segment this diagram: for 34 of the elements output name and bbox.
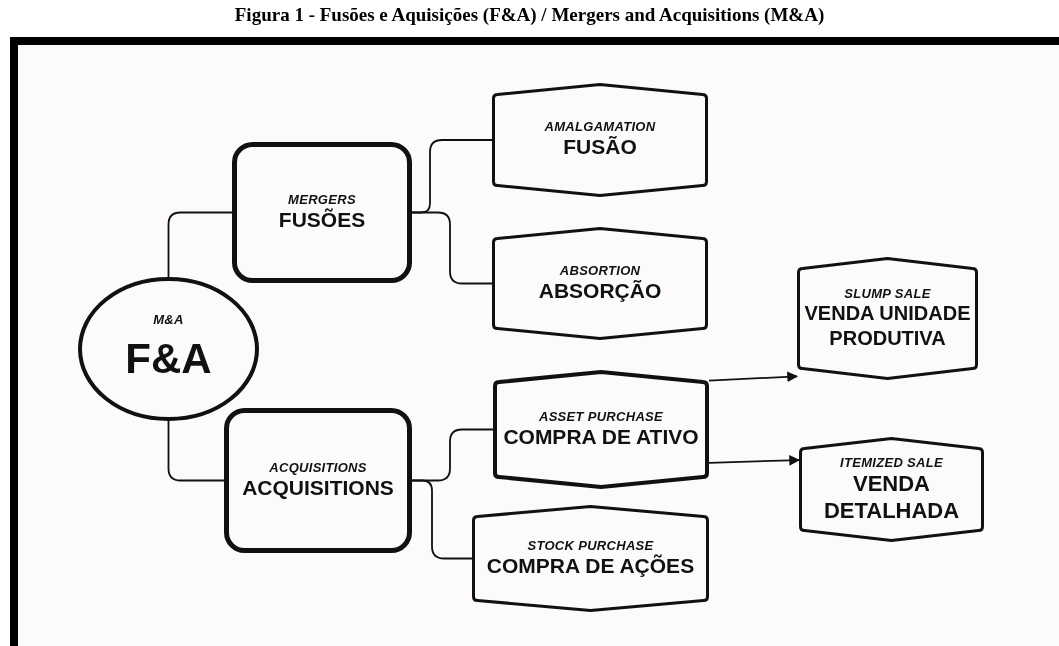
english-label: SLUMP SALE [844, 286, 931, 301]
english-label: M&A [153, 312, 184, 328]
connector-line [411, 211, 493, 285]
figure-title: Figura 1 - Fusões e Aquisições (F&A) / Mergers and Acquisitions (M&A) [233, 4, 826, 26]
hexagon-box [472, 505, 709, 612]
portuguese-label: ABSORÇÃO [538, 277, 662, 304]
hexagon-box [797, 257, 978, 380]
hexagon-box [492, 227, 708, 340]
english-label: ASSET PURCHASE [538, 408, 664, 424]
english-label: AMALGAMATION [544, 119, 656, 135]
connector-line [411, 479, 473, 560]
connector-line [167, 420, 225, 482]
connector-line [167, 211, 233, 278]
ellipse-node [78, 277, 259, 421]
arrow [708, 371, 799, 383]
portuguese-label: COMPRA DE ATIVO [503, 423, 699, 450]
portuguese-label: VENDA UNIDADE PRODUTIVA [803, 301, 972, 351]
portuguese-label: FUSÕES [278, 206, 366, 233]
hexagon-box [493, 370, 709, 489]
portuguese-label: F&A [125, 334, 212, 385]
portuguese-label: VENDA DETALHADA [822, 469, 961, 525]
english-label: ACQUISITIONS [269, 459, 367, 475]
hexagon-box [492, 83, 708, 197]
portuguese-label: COMPRA DE AÇÕES [486, 552, 695, 579]
rounded-box [232, 142, 412, 283]
hexagon-box [799, 437, 984, 542]
english-label: ABSORTION [559, 262, 641, 278]
arrow [708, 455, 801, 466]
portuguese-label: FUSÃO [563, 134, 637, 161]
english-label: STOCK PURCHASE [527, 537, 654, 553]
english-label: ITEMIZED SALE [840, 454, 943, 470]
english-label: MERGERS [288, 191, 356, 207]
rounded-box [224, 408, 412, 553]
portuguese-label: ACQUISITIONS [242, 475, 394, 501]
